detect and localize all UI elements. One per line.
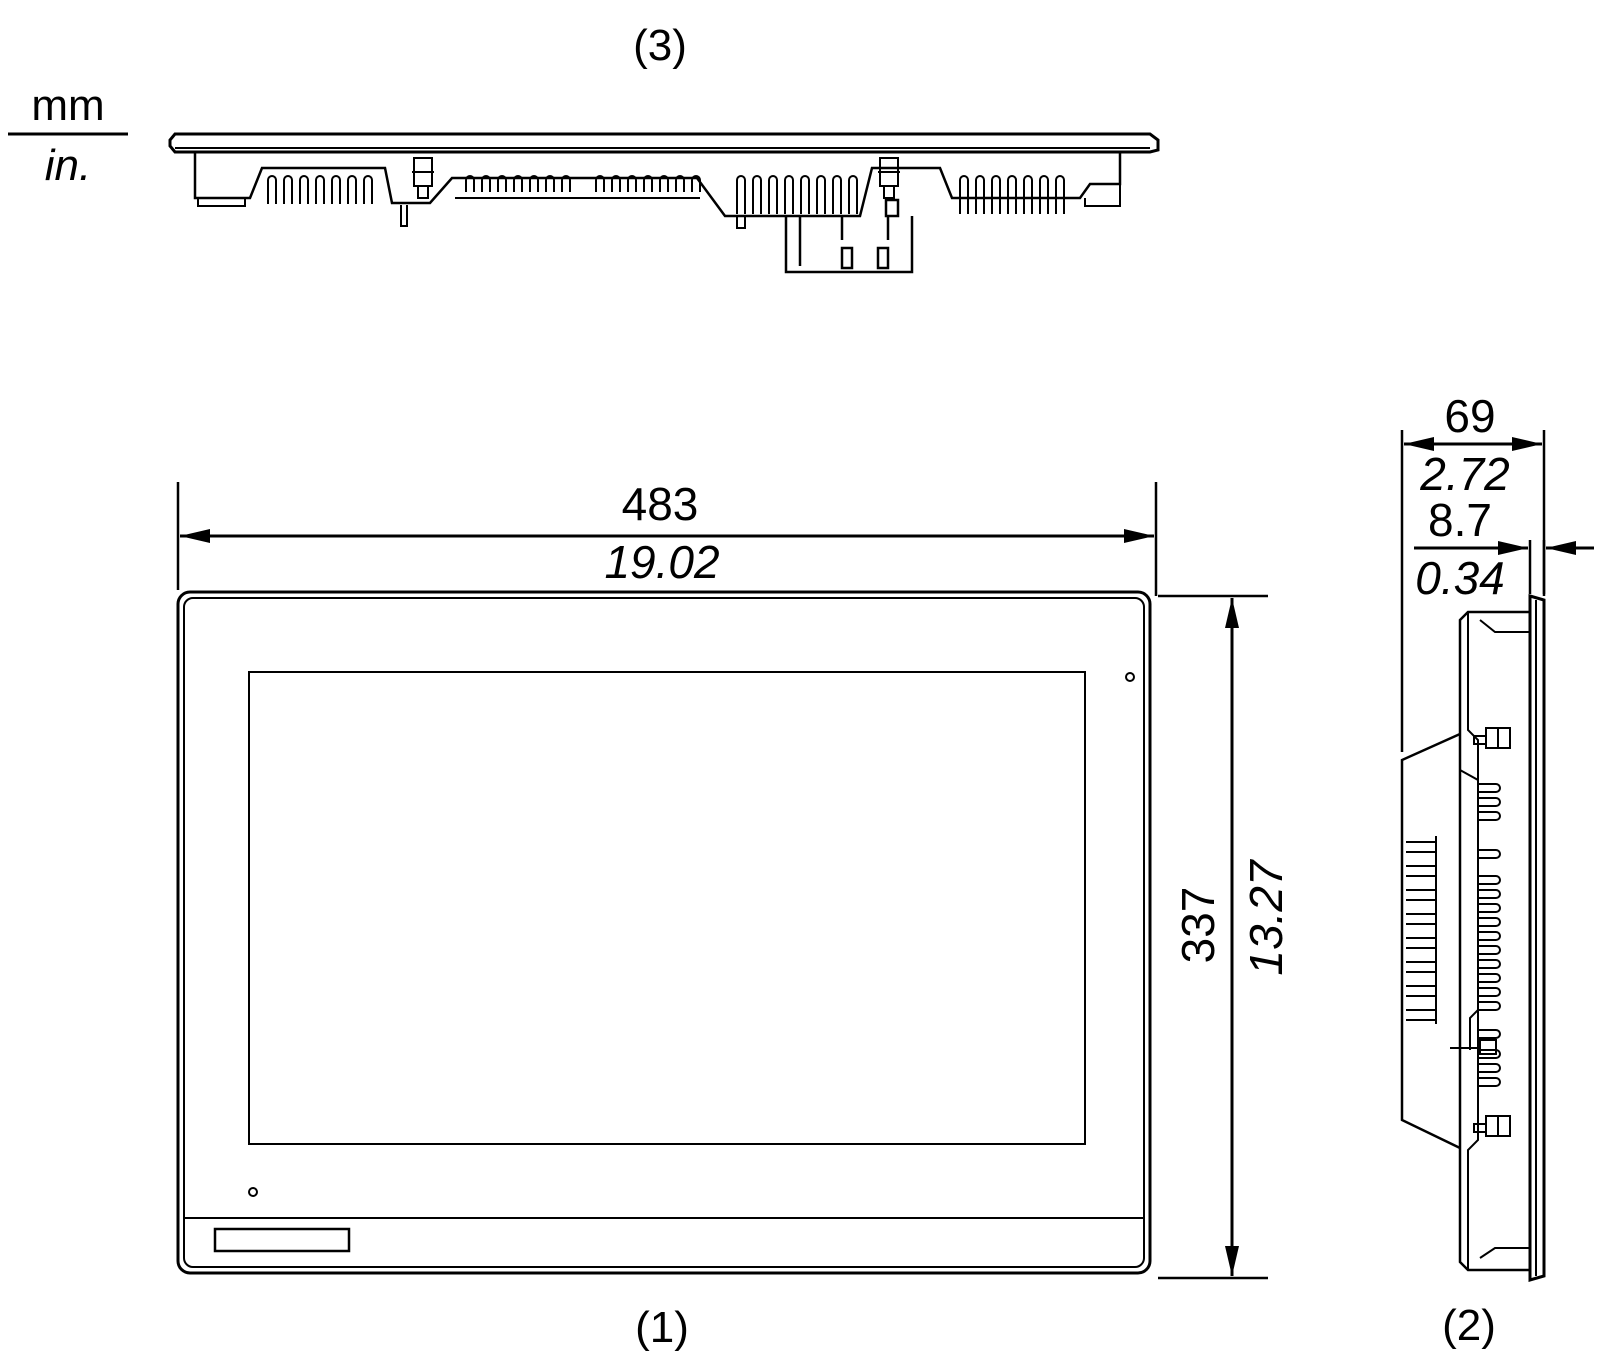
display-screen: [248, 671, 1086, 1145]
top-view-vents-b: [455, 175, 701, 199]
height-in-label: 13.27: [1240, 859, 1292, 976]
bezel-dimension: 8.7 0.34: [1414, 494, 1594, 604]
bezel-in-label: 0.34: [1415, 552, 1505, 604]
unit-mm-label: mm: [31, 81, 104, 130]
depth-dimension: 69 2.72: [1400, 390, 1546, 752]
front-view-label: (1): [635, 1303, 689, 1352]
front-bezel-inner: [183, 597, 1145, 1268]
top-view-vents-c: [736, 175, 858, 214]
top-view-vents-a: [267, 175, 373, 204]
top-view-clip-right: [878, 157, 900, 199]
depth-in-label: 2.72: [1419, 448, 1510, 500]
unit-legend: mm in.: [8, 81, 128, 190]
side-view-label: (2): [1442, 1301, 1496, 1350]
top-view: (3): [168, 21, 1160, 274]
side-view-housing: [1400, 732, 1461, 1150]
width-mm-label: 483: [622, 478, 699, 530]
front-bezel-outer: [176, 590, 1152, 1275]
side-view-clip-top: [1473, 727, 1511, 749]
nameplate-slot: [213, 1227, 351, 1253]
unit-in-label: in.: [45, 141, 91, 190]
side-view: (2): [1400, 594, 1546, 1350]
side-view-clip-bottom: [1473, 1115, 1511, 1137]
side-view-clip-mid: [1450, 1039, 1497, 1055]
indicator-led-top: [1125, 672, 1135, 682]
top-view-label: (3): [633, 21, 687, 70]
top-view-housing: [193, 152, 1122, 218]
height-mm-label: 337: [1172, 887, 1224, 964]
width-dimension: 483 19.02: [176, 478, 1158, 596]
side-view-vents: [1406, 836, 1437, 1024]
depth-mm-label: 69: [1444, 390, 1495, 442]
top-view-clip-left: [412, 157, 434, 199]
top-view-connector: [784, 198, 914, 274]
bezel-mm-label: 8.7: [1428, 494, 1492, 546]
width-in-label: 19.02: [604, 536, 719, 588]
top-view-vents-d: [959, 175, 1065, 214]
top-view-bezel: [168, 132, 1160, 154]
side-view-frame: [1458, 610, 1530, 1272]
height-dimension: 337 13.27: [1158, 594, 1292, 1280]
side-view-bezel: [1528, 594, 1546, 1282]
front-view: (1): [176, 590, 1152, 1352]
indicator-led-bottom: [248, 1187, 258, 1197]
side-view-fins: [1478, 783, 1501, 1087]
